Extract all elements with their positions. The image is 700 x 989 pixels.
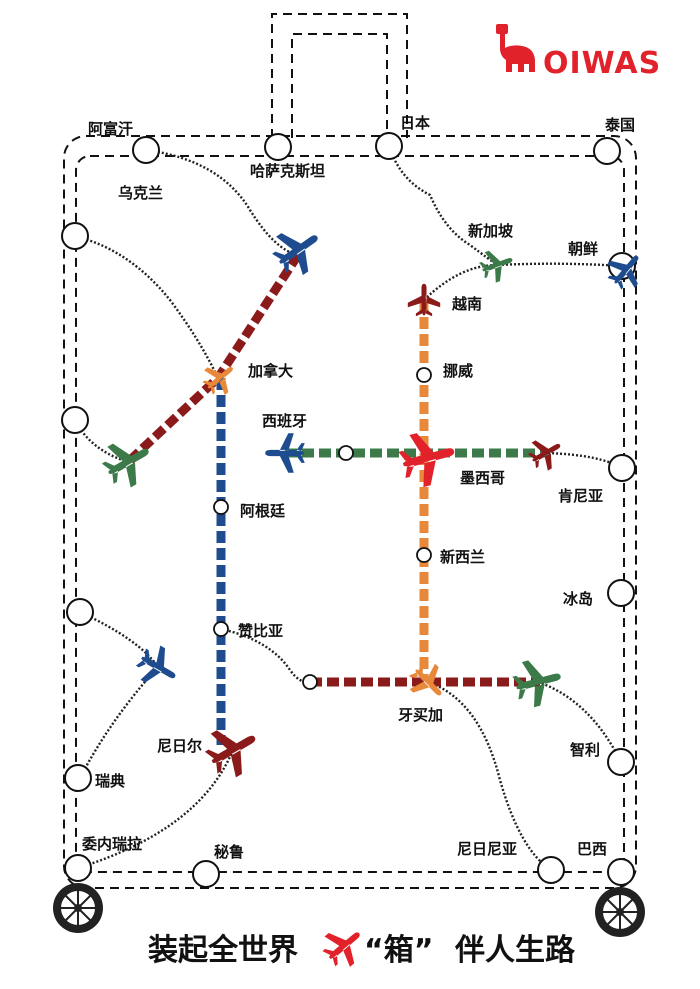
label-jamaica: 牙买加 [398,706,443,724]
plane-icon [265,217,331,283]
dotted-connectors [73,145,623,872]
label-kazakhstan: 哈萨克斯坦 [250,162,325,180]
wheel-left [53,883,103,933]
plane-icon [394,424,462,492]
label-brazil: 巴西 [577,840,607,858]
label-canada: 加拿大 [247,362,293,380]
label-vietnam: 越南 [451,295,482,313]
plane-icon [198,715,268,785]
suitcase-outline [63,13,637,889]
label-argentina: 阿根廷 [240,502,286,520]
label-peru: 秘鲁 [214,843,244,861]
slogan-left: 装起全世界 [148,933,298,968]
brand-name: OIWAS [543,46,661,81]
plane-icon [407,283,441,317]
label-thailand: 泰国 [604,116,635,134]
label-new-zealand: 新西兰 [440,548,485,566]
label-japan: 日本 [400,114,430,132]
label-nigeria: 尼日尼亚 [457,840,517,858]
label-venezuela: 委内瑞拉 [82,835,142,853]
label-norway: 挪威 [443,362,473,380]
slogan-right: 伴人生路 [454,933,576,968]
label-sweden: 瑞典 [95,772,125,790]
label-zambia: 赞比亚 [237,622,283,640]
label-niger: 尼日尔 [157,737,202,755]
colored-lines [124,252,548,745]
slogan: 装起全世界 “箱” 伴人生路 [148,918,576,974]
stations [61,132,636,888]
label-singapore: 新加坡 [468,222,513,240]
plane-icon [509,653,567,711]
label-mexico: 墨西哥 [460,469,505,487]
label-kenya: 肯尼亚 [558,487,603,505]
label-north-korea: 朝鲜 [568,240,598,258]
label-ukraine: 乌克兰 [118,184,163,202]
wheel-right [595,887,645,937]
plane-icon [600,244,652,296]
plane-icon [265,433,305,473]
label-chile: 智利 [570,741,600,759]
slogan-quoted: “箱” [364,933,433,968]
label-iceland: 冰岛 [563,590,593,608]
plane-icon [197,355,243,401]
line-dark-red-diagonal [124,252,302,466]
station-labels: 阿富汗 乌克兰 哈萨克斯坦 日本 泰国 新加坡 朝鲜 越南 加拿大 挪威 西班牙… [82,114,635,861]
label-afghanistan: 阿富汗 [88,120,133,138]
label-spain: 西班牙 [262,412,307,430]
elephant-icon [496,24,535,72]
brand-logo: OIWAS [496,24,661,81]
